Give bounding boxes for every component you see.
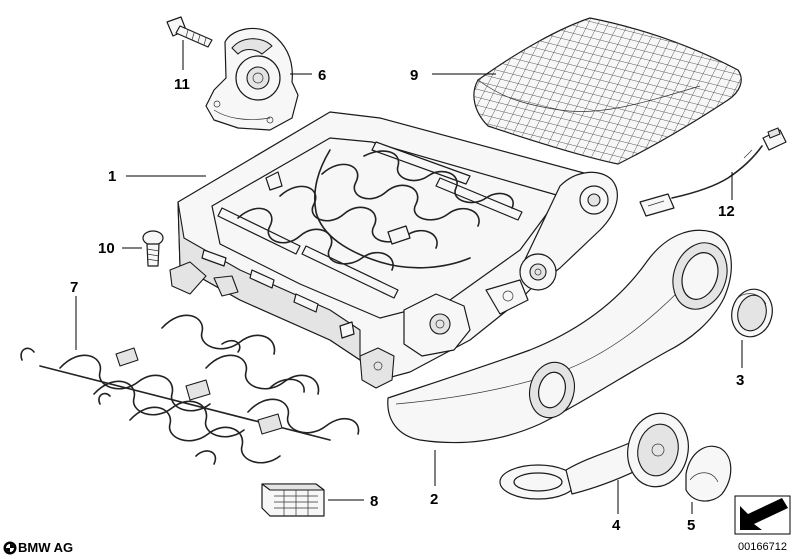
part-2-side-trim: [387, 229, 732, 444]
arrow-orientation-icon: [734, 495, 791, 535]
callout-1: 1: [108, 168, 116, 185]
part-1-seat-frame: [169, 111, 618, 389]
part-12-wiring-harness: [639, 127, 787, 217]
part-5-round-cover: [685, 445, 732, 502]
part-7-spring-mat: [20, 314, 360, 465]
callout-8: 8: [370, 493, 378, 510]
callout-7: 7: [70, 279, 78, 296]
part-10-screw: [142, 230, 164, 267]
callout-2: 2: [430, 491, 438, 508]
callout-9: 9: [410, 67, 418, 84]
bmw-roundel-icon: [3, 541, 17, 555]
callout-labels: 1 2 3 4 5 6 7 8 9 10 11 12: [70, 67, 744, 534]
callout-10: 10: [98, 240, 115, 257]
leader-lines: [75, 40, 743, 514]
part-6-recliner-cover: [205, 27, 299, 131]
part-8-connector: [261, 483, 325, 517]
part-3-cap-ring: [731, 288, 773, 338]
callout-12: 12: [718, 203, 735, 220]
part-4-handle: [499, 412, 689, 500]
document-number: 00166712: [738, 541, 787, 553]
callout-3: 3: [736, 372, 744, 389]
part-11-bolt: [166, 16, 213, 48]
callout-5: 5: [687, 517, 695, 534]
callout-6: 6: [318, 67, 326, 84]
callout-11: 11: [174, 76, 190, 93]
brand-label: BMW AG: [18, 540, 74, 555]
callout-4: 4: [612, 517, 621, 534]
